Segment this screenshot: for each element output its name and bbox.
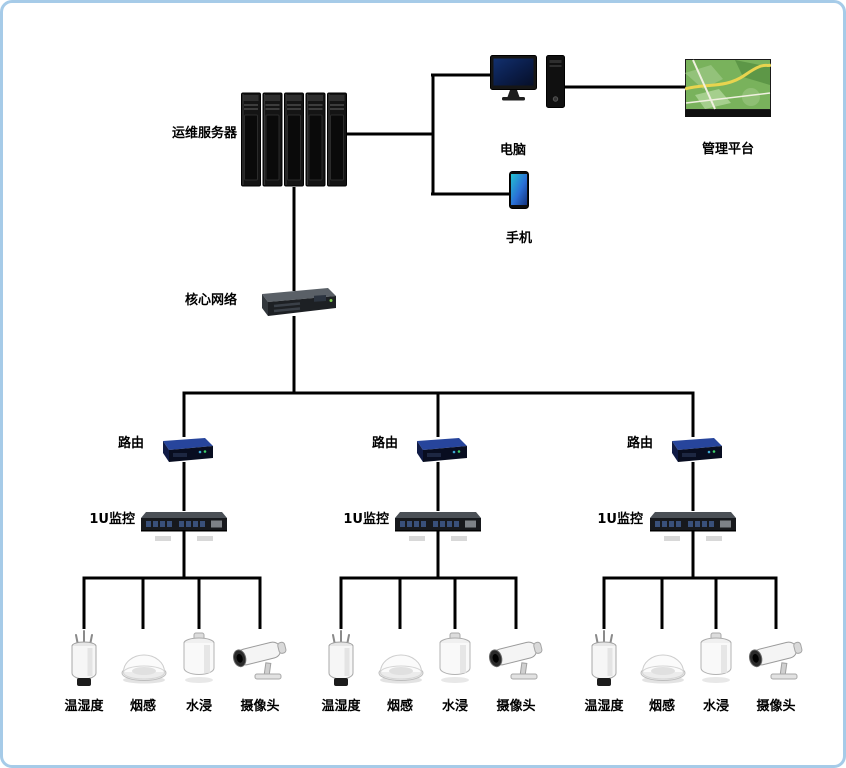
smartphone-icon xyxy=(509,171,529,209)
branch2-monitor-label: 1U监控 xyxy=(343,512,389,527)
desktop-computer-icon xyxy=(490,55,566,119)
device-label: 温湿度 xyxy=(584,699,624,714)
water-leak-sensor-icon xyxy=(176,631,222,685)
router-icon xyxy=(153,435,215,465)
platform-label: 管理平台 xyxy=(701,142,754,157)
device-label: 摄像头 xyxy=(496,699,536,714)
1u-rack-monitor-icon xyxy=(395,508,481,544)
device-label: 烟感 xyxy=(648,699,675,714)
1u-rack-monitor-icon xyxy=(141,508,227,544)
branch3-monitor-label: 1U监控 xyxy=(597,512,643,527)
branch2-router-label: 路由 xyxy=(371,436,398,451)
device-label: 水浸 xyxy=(441,699,468,714)
bullet-camera-icon xyxy=(227,627,295,685)
device-label: 水浸 xyxy=(185,699,212,714)
phone-label: 手机 xyxy=(505,231,532,246)
device-label: 摄像头 xyxy=(240,699,280,714)
smoke-detector-icon xyxy=(375,643,427,685)
device-label: 摄像头 xyxy=(756,699,796,714)
water-leak-sensor-icon xyxy=(432,631,478,685)
branch1-monitor-label: 1U监控 xyxy=(89,512,135,527)
device-label: 烟感 xyxy=(386,699,413,714)
branch3-router-label: 路由 xyxy=(626,436,653,451)
temp-humidity-sensor-icon xyxy=(62,627,106,687)
map-display-icon xyxy=(685,59,771,117)
1u-rack-monitor-icon xyxy=(650,508,736,544)
water-leak-sensor-icon xyxy=(693,631,739,685)
temp-humidity-sensor-icon xyxy=(319,627,363,687)
smoke-detector-icon xyxy=(118,643,170,685)
bullet-camera-icon xyxy=(743,627,811,685)
branch1-router-label: 路由 xyxy=(117,436,144,451)
device-label: 温湿度 xyxy=(64,699,104,714)
device-label: 烟感 xyxy=(129,699,156,714)
router-icon xyxy=(407,435,469,465)
ops-server-label: 运维服务器 xyxy=(171,126,237,141)
temp-humidity-sensor-icon xyxy=(582,627,626,687)
server-rack-cluster-icon xyxy=(241,91,347,189)
connector-lines xyxy=(82,73,778,629)
core-network-label: 核心网络 xyxy=(184,293,237,308)
smoke-detector-icon xyxy=(637,643,689,685)
router-icon xyxy=(662,435,724,465)
device-label: 温湿度 xyxy=(321,699,361,714)
bullet-camera-icon xyxy=(483,627,551,685)
device-label: 水浸 xyxy=(702,699,729,714)
core-switch-icon xyxy=(254,286,336,320)
computer-label: 电脑 xyxy=(499,143,526,158)
